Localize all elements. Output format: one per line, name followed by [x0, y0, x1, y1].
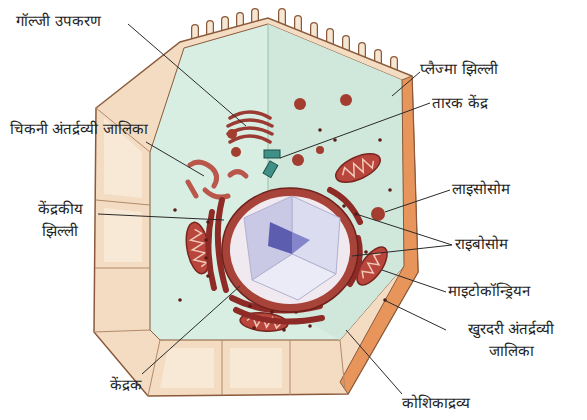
leader-line [352, 245, 452, 256]
part-label: केंद्रकीय झिल्ली [18, 198, 102, 242]
part-label: प्लैज्मा झिल्ली [420, 58, 570, 80]
part-label: केंद्रक [110, 374, 190, 396]
smooth-er [190, 162, 217, 186]
wall-segments [95, 268, 150, 269]
ribosome [206, 274, 210, 278]
ribosome [364, 250, 368, 254]
part-label: तारक केंद्र [432, 92, 562, 114]
leader-line [146, 142, 204, 176]
wall-segments [230, 348, 282, 388]
lysosome [340, 94, 352, 106]
mitochondrion [332, 148, 385, 188]
lysosome [316, 146, 324, 154]
cut-edge [268, 24, 269, 205]
golgi-apparatus [228, 120, 272, 126]
leader-line [142, 286, 240, 374]
lysosome [227, 129, 237, 139]
nucleus [244, 196, 292, 280]
nucleus [230, 196, 350, 304]
lysosome [292, 154, 304, 166]
part-label: लाइसोसोम [452, 178, 562, 200]
lysosome [294, 98, 306, 110]
ribosome [342, 204, 346, 208]
wall-segments [290, 340, 291, 395]
ribosome [206, 220, 210, 224]
ribosome [388, 188, 392, 192]
mitochondrion [359, 251, 384, 281]
part-label: माइटोकॉन्ड्रियन [448, 280, 586, 302]
smooth-er [188, 182, 196, 196]
part-label: कोशिकाद्रव्य [402, 392, 532, 414]
mitochondrion [340, 155, 376, 180]
nucleus [222, 188, 358, 312]
lysosome [231, 147, 241, 157]
part-label: गॉल्जी उपकरण [16, 10, 156, 32]
nucleus [222, 188, 358, 312]
wall-segments [148, 340, 160, 396]
centrosome [263, 161, 278, 178]
ribosome [248, 304, 252, 308]
mitochondrion [189, 228, 207, 268]
mitochondrion [332, 148, 385, 188]
smooth-er [230, 172, 246, 176]
leader-line [392, 72, 420, 96]
leader-line [384, 300, 446, 330]
wall-segments [222, 340, 223, 395]
leader-line [98, 24, 452, 394]
ribosome [308, 324, 312, 328]
leader-line [128, 24, 246, 126]
part-label: चिकनी अंतर्द्रव्यी जालिका [8, 118, 150, 140]
smooth-er [188, 162, 246, 197]
cell-shell [94, 18, 418, 396]
ribosome [178, 298, 182, 302]
leader-line [346, 330, 402, 394]
ribosome [378, 138, 382, 142]
ribosome [282, 328, 286, 332]
leader-line [382, 270, 446, 292]
part-label: खुरदरी अंतर्द्रव्यी जालिका [446, 318, 576, 362]
wall-segments [96, 200, 150, 205]
centrosome [264, 150, 280, 158]
cytoplasm [150, 24, 404, 340]
wall-segments [160, 348, 214, 388]
leader-line [356, 214, 452, 245]
ribosome [252, 326, 256, 330]
ribosome [204, 238, 208, 242]
wall-segments [94, 108, 345, 396]
centrosome [263, 150, 280, 178]
wall-segments [94, 330, 150, 332]
part-label: राइबोसोम [455, 233, 565, 255]
lysosome [371, 207, 385, 221]
ribosome [173, 128, 392, 332]
ribosome [173, 208, 177, 212]
ribosome [204, 256, 208, 260]
leader-line [98, 214, 224, 220]
ribosome [318, 128, 322, 132]
mitochondrion [183, 148, 393, 333]
smooth-er [205, 190, 228, 197]
nucleolus [292, 232, 310, 254]
leader-line [280, 103, 430, 158]
wall-segments [340, 340, 345, 390]
nucleolus [268, 222, 292, 254]
leader-line [385, 190, 450, 212]
